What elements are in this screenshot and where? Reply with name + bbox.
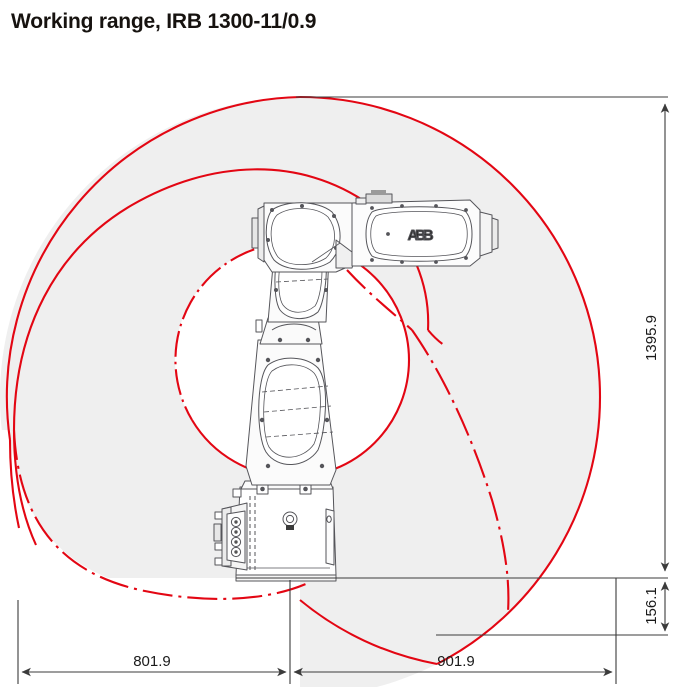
robot-connector-panel <box>213 488 248 571</box>
inner-exclusion-circle-left <box>174 241 293 421</box>
outer-envelope-circle <box>299 95 602 665</box>
abb-logo-text: ABB <box>408 227 434 244</box>
secondary-arc-upper-right-tail <box>427 329 445 346</box>
dimension-annotations <box>17 96 670 684</box>
outer-envelope-bottom <box>299 599 438 666</box>
dimension-labels: 1395.9 156.1 801.9 901.9 <box>133 315 660 670</box>
robot-lower-arm <box>245 339 337 486</box>
page-title: Working range, IRB 1300-11/0.9 <box>11 10 317 33</box>
robot-illustration: ABB <box>213 190 499 582</box>
outer-envelope-left-lower <box>8 439 21 529</box>
lower-left-limit-arc <box>12 429 309 600</box>
dim-label-vertical-below: 156.1 <box>643 587 660 625</box>
dim-label-horizontal-left: 801.9 <box>133 653 171 670</box>
shoulder-limit-arc <box>346 269 413 331</box>
dim-label-horizontal-right: 901.9 <box>437 653 475 670</box>
dim-label-vertical-total: 1395.9 <box>643 315 660 361</box>
robot-base <box>235 480 337 582</box>
robot-axis2-joint <box>255 317 323 345</box>
robot-shoulder-housing <box>251 202 357 273</box>
outer-envelope-circle-left <box>5 95 301 441</box>
robot-upper-arm <box>351 190 499 267</box>
right-limit-arc <box>411 329 510 613</box>
